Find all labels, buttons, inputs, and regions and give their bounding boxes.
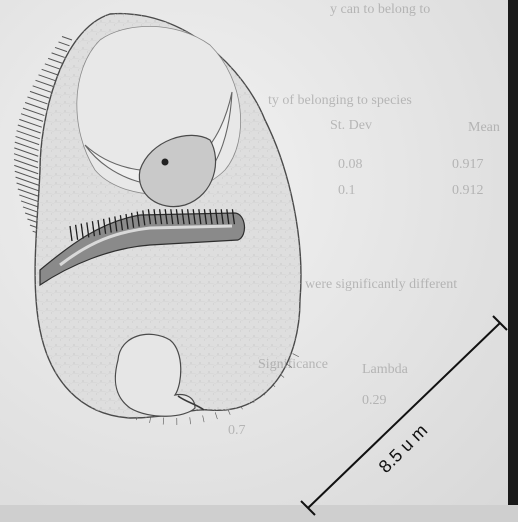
bleed-text-4: St. Dev	[330, 118, 372, 134]
micronucleus	[162, 159, 169, 166]
bleed-text-9: were significantly different	[305, 277, 457, 293]
bottom-shadow	[0, 505, 518, 522]
bleed-text-13: 0.7	[228, 423, 246, 439]
dark-edge	[508, 0, 518, 522]
bleed-text-11: Significance	[258, 357, 328, 373]
bleed-text-10: Lambda	[362, 362, 408, 378]
bleed-text-6: 0.912	[452, 183, 484, 199]
bleed-text-3: Mean	[468, 120, 500, 136]
bleed-text-2: ty of belonging to species	[268, 93, 412, 109]
bleed-text-7: 0.08	[338, 157, 363, 173]
bleed-text-12: 0.29	[362, 393, 387, 409]
bleed-text-8: 0.1	[338, 183, 356, 199]
bleed-text-5: 0.917	[452, 157, 484, 173]
bleed-text-1: y can to belong to	[330, 2, 430, 18]
